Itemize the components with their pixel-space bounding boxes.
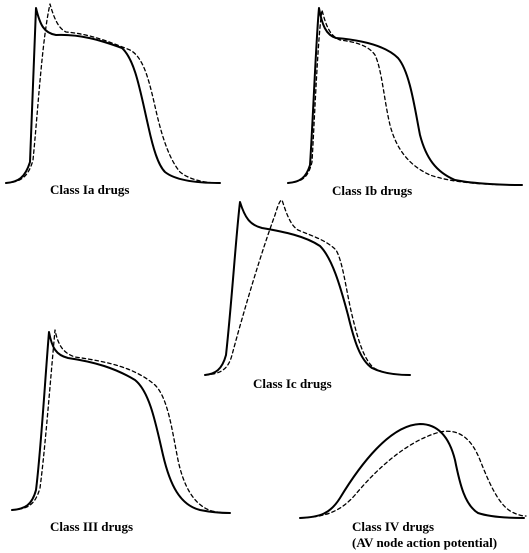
class-ib-drug-trace [287, 9, 523, 186]
class-iii-label: Class III drugs [50, 519, 133, 534]
class-iv-control-trace [299, 423, 525, 519]
panel-class-ic: Class Ic drugs [204, 199, 411, 391]
class-iv-label: Class IV drugs [352, 519, 434, 534]
class-ia-drug-trace [5, 3, 221, 184]
class-iv-sublabel: (AV node action potential) [352, 535, 497, 550]
panel-class-iii: Class III drugs [11, 329, 231, 534]
class-iii-control-trace [11, 331, 231, 514]
class-ic-label: Class Ic drugs [253, 376, 332, 391]
class-ia-label: Class Ia drugs [50, 182, 129, 197]
panel-class-ib: Class Ib drugs [287, 7, 523, 198]
panel-class-ia: Class Ia drugs [5, 3, 221, 197]
class-ic-drug-trace [204, 199, 411, 376]
class-iv-drug-trace [299, 430, 527, 519]
class-ia-control-trace [5, 7, 221, 184]
class-ib-label: Class Ib drugs [332, 183, 412, 198]
class-ib-control-trace [287, 7, 523, 186]
class-ic-control-trace [204, 201, 411, 376]
class-iii-drug-trace [11, 329, 231, 514]
panel-class-iv: Class IV drugs (AV node action potential… [299, 423, 527, 550]
